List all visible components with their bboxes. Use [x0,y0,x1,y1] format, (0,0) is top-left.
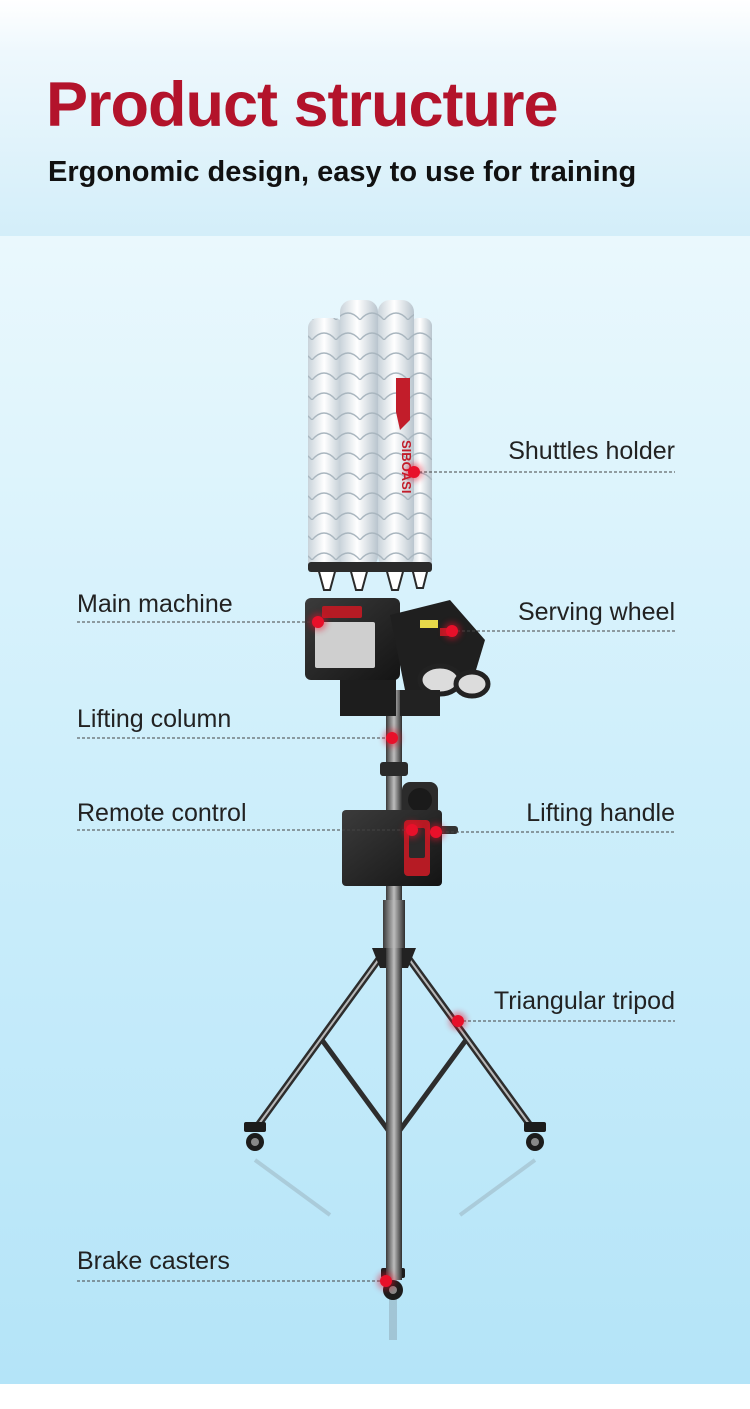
product-stage: SIBOASI Shuttles holde [0,236,750,1384]
callout-lifting-column: Lifting column [77,705,232,733]
marker-shuttles-holder [408,466,420,478]
leader-lines [77,471,675,1282]
marker-lifting-column [386,732,398,744]
badminton-machine-illustration: SIBOASI [77,300,675,1340]
callout-lifting-handle: Lifting handle [526,799,675,827]
callout-shuttles-holder: Shuttles holder [508,437,675,465]
marker-main-machine [312,616,324,628]
serving-wheel-assembly [390,600,491,699]
shuttles-holder-tubes: SIBOASI [308,300,432,591]
page-title: Product structure [46,70,559,140]
main-machine-body [305,598,491,716]
marker-remote-control [406,824,418,836]
page-subtitle: Ergonomic design, easy to use for traini… [48,156,637,188]
brand-logo: SIBOASI [399,440,414,493]
callout-remote-control: Remote control [77,799,247,827]
callout-brake-casters: Brake casters [77,1247,230,1275]
lifting-column-pole [386,690,402,1280]
bottom-strip [0,1384,750,1409]
marker-triangular-tripod [452,1015,464,1027]
marker-brake-casters [380,1275,392,1287]
marker-serving-wheel [446,625,458,637]
callout-triangular-tripod: Triangular tripod [493,987,675,1015]
header-banner: Product structure Ergonomic design, easy… [0,0,750,236]
marker-lifting-handle [430,826,442,838]
callout-main-machine: Main machine [77,590,233,618]
callout-serving-wheel: Serving wheel [517,598,675,626]
remote-control-box [342,810,442,886]
